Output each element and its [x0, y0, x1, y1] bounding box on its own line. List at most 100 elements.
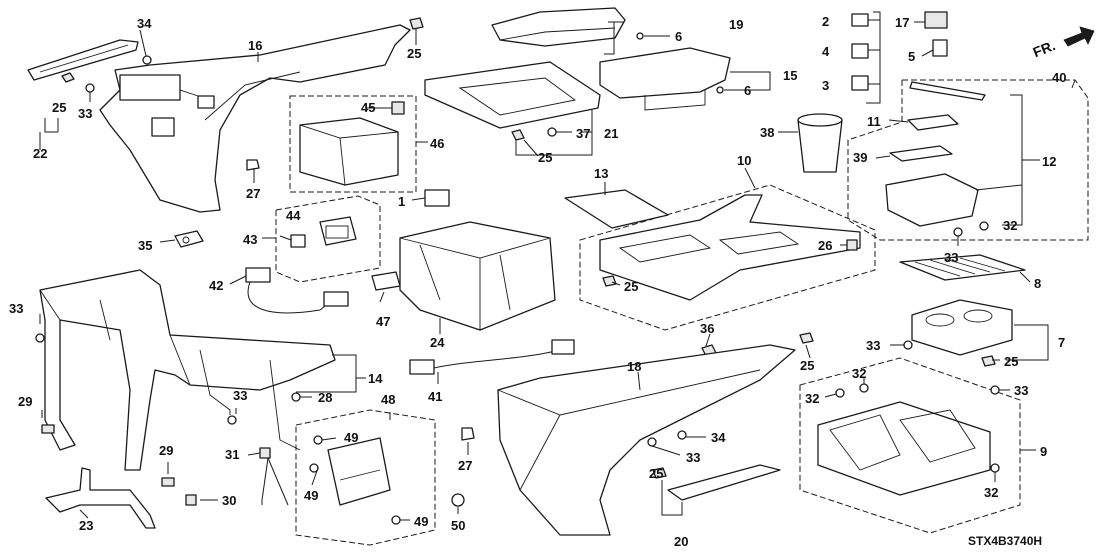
- part-10-bezel: [599, 194, 861, 301]
- callout-15: 15: [783, 68, 797, 83]
- part-25-clip-a: [61, 72, 75, 83]
- part-3-socket: [851, 75, 869, 91]
- callout-8: 8: [1034, 276, 1041, 291]
- part-7-cup-holder: [911, 299, 1013, 356]
- callout-25: 25: [52, 100, 66, 115]
- callout-39: 39: [853, 150, 867, 165]
- callout-6: 6: [675, 29, 682, 44]
- callout-33: 33: [686, 450, 700, 465]
- callout-48: 48: [381, 392, 395, 407]
- callout-49: 49: [414, 514, 428, 529]
- callout-13: 13: [594, 166, 608, 181]
- callout-29: 29: [18, 394, 32, 409]
- callout-12: 12: [1042, 154, 1056, 169]
- callout-42: 42: [209, 278, 223, 293]
- part-29-bolt-b: [161, 477, 175, 487]
- callout-16: 16: [248, 38, 262, 53]
- callout-28: 28: [318, 390, 332, 405]
- callout-20: 20: [674, 534, 688, 549]
- bracket-2-4-3: [866, 11, 881, 104]
- leader-lines: [39, 19, 1076, 521]
- callout-33: 33: [233, 388, 247, 403]
- callout-45: 45: [361, 100, 375, 115]
- callout-25: 25: [800, 358, 814, 373]
- part-35-connector: [174, 230, 204, 248]
- callout-47: 47: [376, 314, 390, 329]
- callout-50: 50: [451, 518, 465, 533]
- part-5-socket: [932, 39, 948, 57]
- callout-17: 17: [895, 15, 909, 30]
- callout-37: 37: [576, 126, 590, 141]
- part-24-console-box: [399, 221, 556, 331]
- part-16-panel: [99, 24, 411, 213]
- callout-11: 11: [867, 114, 881, 129]
- callout-25: 25: [538, 150, 552, 165]
- part-33-screw-c: [903, 340, 913, 350]
- callout-25: 25: [624, 279, 638, 294]
- part-49-bolt-c: [391, 515, 401, 525]
- part-25-clip-g: [652, 467, 667, 479]
- group-box-46: [289, 95, 417, 193]
- part-6-screw-a: [636, 32, 644, 40]
- part-33-screw-f: [35, 333, 45, 343]
- group-box-10: [579, 184, 876, 331]
- part-22-garnish: [27, 39, 139, 81]
- callout-5: 5: [908, 49, 915, 64]
- part-32-screw-a: [979, 221, 989, 231]
- part-31-bolt: [259, 447, 271, 459]
- callout-33: 33: [78, 106, 92, 121]
- callout-32: 32: [852, 366, 866, 381]
- part-14-frame: [39, 269, 336, 471]
- part-33-screw-g: [227, 415, 237, 425]
- part-26-clip: [846, 239, 858, 251]
- part-38-cup-sleeve: [797, 113, 843, 173]
- callout-33: 33: [1014, 383, 1028, 398]
- callout-49: 49: [344, 430, 358, 445]
- part-13-ring: [564, 189, 669, 229]
- callout-32: 32: [805, 391, 819, 406]
- part-49-bolt-a: [313, 435, 323, 445]
- callout-33: 33: [866, 338, 880, 353]
- callout-9: 9: [1040, 444, 1047, 459]
- part-17-cap: [924, 11, 948, 29]
- group-box-9: [799, 357, 1021, 534]
- callout-32: 32: [984, 485, 998, 500]
- part-40-strip: [909, 81, 986, 101]
- part-4-socket: [851, 43, 869, 59]
- part-18-side-panel: [497, 344, 796, 536]
- callout-49: 49: [304, 488, 318, 503]
- part-25-clip-e: [981, 355, 996, 367]
- callout-23: 23: [79, 518, 93, 533]
- part-34-screw-a: [142, 55, 152, 65]
- callout-34: 34: [711, 430, 726, 445]
- callout-44: 44: [286, 208, 301, 223]
- part-32-screw-c: [859, 383, 869, 393]
- callout-29: 29: [159, 443, 173, 458]
- callout-10: 10: [737, 153, 751, 168]
- part-45-clip: [391, 101, 405, 115]
- group-box-40: [847, 79, 1089, 241]
- part-44-switch: [290, 234, 306, 248]
- callout-41: 41: [428, 389, 442, 404]
- part-28-nut: [291, 392, 301, 402]
- callout-6: 6: [744, 83, 751, 98]
- part-33-screw-d: [990, 385, 1000, 395]
- part-23-bracket: [45, 467, 156, 529]
- part-50-nut: [451, 493, 465, 507]
- callout-22: 22: [33, 146, 47, 161]
- callout-1: 1: [398, 194, 405, 209]
- part-19-lid: [491, 7, 626, 47]
- part-33-screw-a: [85, 83, 95, 93]
- callout-7: 7: [1058, 335, 1065, 350]
- part-1-switch: [424, 189, 450, 207]
- part-25-clip-f: [799, 332, 814, 344]
- part-34-screw-b: [677, 430, 687, 440]
- part-29-bolt-a: [41, 424, 55, 434]
- callout-19: 19: [729, 17, 743, 32]
- callout-40: 40: [1052, 70, 1066, 85]
- part-8-mat: [899, 254, 1026, 281]
- part-37-screw: [547, 127, 557, 137]
- callout-2: 2: [822, 14, 829, 29]
- callout-18: 18: [627, 359, 641, 374]
